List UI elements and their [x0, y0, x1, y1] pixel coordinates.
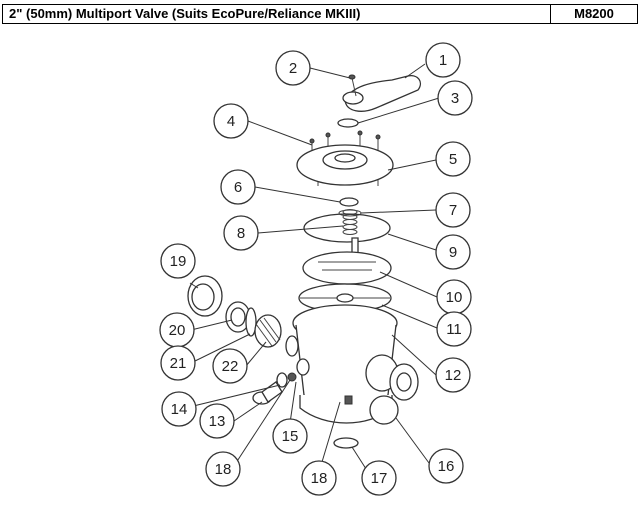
part-oring-17 — [333, 437, 359, 449]
part-rotor — [302, 237, 392, 285]
callout-20: 20 — [159, 312, 195, 348]
callout-6: 6 — [220, 169, 256, 205]
svg-text:15: 15 — [282, 428, 299, 445]
callout-21: 21 — [160, 345, 196, 381]
part-oring-3 — [337, 118, 359, 128]
header-bar: 2" (50mm) Multiport Valve (Suits EcoPure… — [2, 4, 638, 24]
part-code: M8200 — [574, 6, 614, 21]
svg-text:13: 13 — [209, 413, 226, 430]
svg-text:18: 18 — [215, 461, 232, 478]
svg-text:19: 19 — [170, 253, 187, 270]
svg-text:9: 9 — [449, 244, 457, 261]
callout-14: 14 — [161, 391, 197, 427]
callout-1: 1 — [425, 42, 461, 78]
svg-text:5: 5 — [449, 151, 457, 168]
svg-text:16: 16 — [438, 458, 455, 475]
callout-19: 19 — [160, 243, 196, 279]
callout-3: 3 — [437, 80, 473, 116]
callout-10: 10 — [436, 279, 472, 315]
callout-18b: 18 — [301, 460, 337, 496]
exploded-parts-diagram: 1 2 3 4 5 6 7 8 9 10 11 12 13 14 15 16 1… — [159, 42, 473, 496]
leader-lines — [180, 63, 440, 473]
part-handle — [342, 75, 422, 112]
svg-text:7: 7 — [449, 202, 457, 219]
svg-text:4: 4 — [227, 113, 235, 130]
svg-text:22: 22 — [222, 358, 239, 375]
part-oring-21 — [245, 307, 257, 337]
svg-text:21: 21 — [170, 355, 187, 372]
part-port-union — [365, 354, 419, 425]
part-threaded-adaptor — [254, 314, 299, 357]
callout-2: 2 — [275, 50, 311, 86]
callout-17: 17 — [361, 460, 397, 496]
svg-text:18: 18 — [311, 470, 328, 487]
svg-text:17: 17 — [371, 470, 388, 487]
callout-22: 22 — [212, 348, 248, 384]
callout-7: 7 — [435, 192, 471, 228]
part-washer-7 — [338, 209, 362, 217]
svg-text:2: 2 — [289, 60, 297, 77]
svg-text:1: 1 — [439, 52, 447, 69]
callout-15: 15 — [272, 418, 308, 454]
callout-9: 9 — [435, 234, 471, 270]
svg-text:12: 12 — [445, 367, 462, 384]
part-oring-6 — [339, 197, 359, 207]
callout-5: 5 — [435, 141, 471, 177]
svg-text:8: 8 — [237, 225, 245, 242]
callout-12: 12 — [435, 357, 471, 393]
part-union-tail — [225, 301, 251, 333]
part-lid-gasket-9 — [303, 213, 391, 243]
callout-4: 4 — [213, 103, 249, 139]
callout-18a: 18 — [205, 451, 241, 487]
part-union-nut — [187, 275, 223, 317]
svg-text:10: 10 — [446, 289, 463, 306]
callout-13: 13 — [199, 403, 235, 439]
svg-text:11: 11 — [446, 321, 462, 338]
svg-text:6: 6 — [234, 179, 242, 196]
svg-text:14: 14 — [171, 401, 188, 418]
part-spring — [342, 209, 358, 235]
part-valve-lid — [296, 144, 394, 186]
callout-8: 8 — [223, 215, 259, 251]
diagram-title: 2" (50mm) Multiport Valve (Suits EcoPure… — [3, 5, 551, 23]
svg-text:3: 3 — [451, 90, 459, 107]
svg-text:20: 20 — [169, 322, 186, 339]
callout-11: 11 — [436, 311, 472, 347]
part-drain-assembly — [252, 358, 310, 405]
part-handle-screw — [348, 74, 357, 97]
callout-16: 16 — [428, 448, 464, 484]
